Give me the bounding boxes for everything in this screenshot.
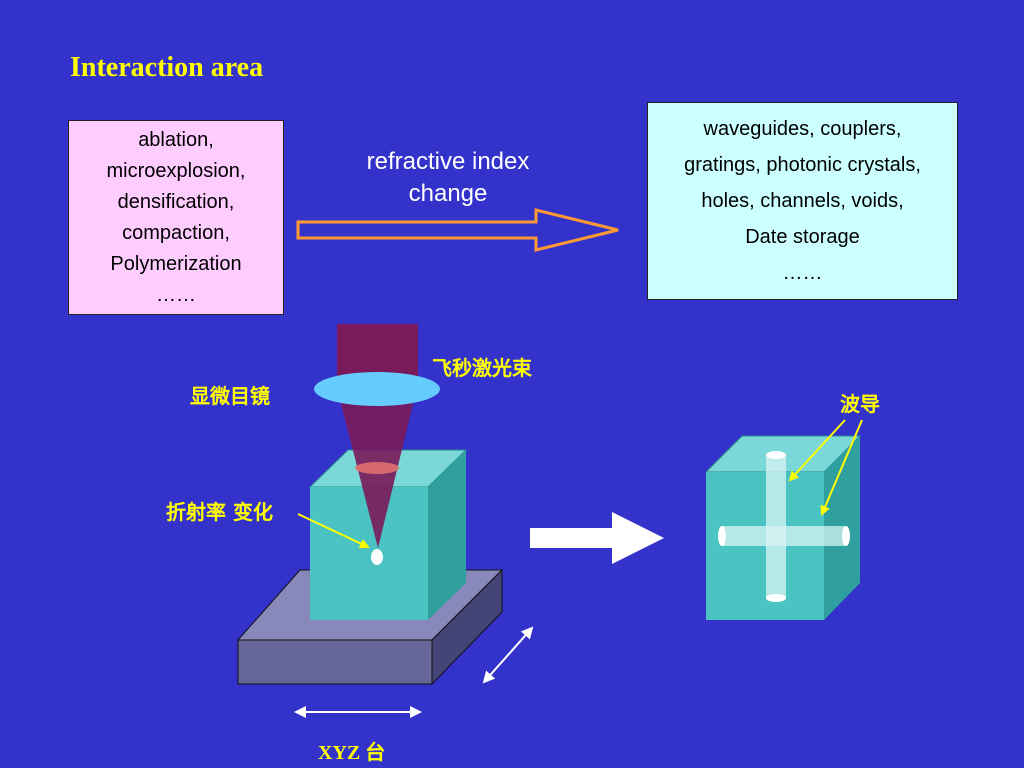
process-line: ablation,: [138, 128, 214, 151]
process-line: ……: [156, 283, 196, 306]
waveguide-pointer: [788, 419, 846, 482]
process-line: microexplosion,: [106, 159, 246, 182]
refractive-change-label: 折射率 变化: [166, 500, 273, 524]
application-line: Date storage: [745, 226, 860, 248]
objective-lens: [314, 372, 440, 406]
slide-title: Interaction area: [70, 52, 264, 83]
applications-box: waveguides, couplers, gratings, photonic…: [647, 102, 958, 300]
arrow-label-line: change: [408, 180, 488, 207]
application-line: holes, channels, voids,: [701, 190, 904, 212]
result-arrow: [530, 512, 664, 564]
process-line: densification,: [117, 190, 235, 213]
y-axis-arrow: [482, 626, 534, 684]
arrow-label: refractive index change: [338, 146, 558, 210]
arrow-label-line: refractive index: [366, 148, 530, 175]
application-line: waveguides, couplers,: [703, 118, 902, 140]
processes-box: ablation, microexplosion, densification,…: [68, 120, 284, 315]
objective-label: 显微目镜: [190, 384, 270, 408]
waveguide-label: 波导: [840, 392, 880, 416]
application-line: gratings, photonic crystals,: [684, 154, 921, 176]
xyz-stage-label: XYZ 台: [318, 742, 386, 764]
process-line: Polymerization: [110, 252, 242, 275]
waveguide-cube: [704, 435, 862, 620]
application-line: ……: [782, 262, 823, 284]
process-line: compaction,: [122, 221, 230, 244]
focal-spot: [371, 549, 383, 565]
focal-pointer: [297, 513, 370, 549]
transform-arrow: [296, 208, 619, 252]
laser-beam-label: 飞秒激光束: [432, 356, 532, 380]
waveguide-pointer: [820, 419, 863, 516]
